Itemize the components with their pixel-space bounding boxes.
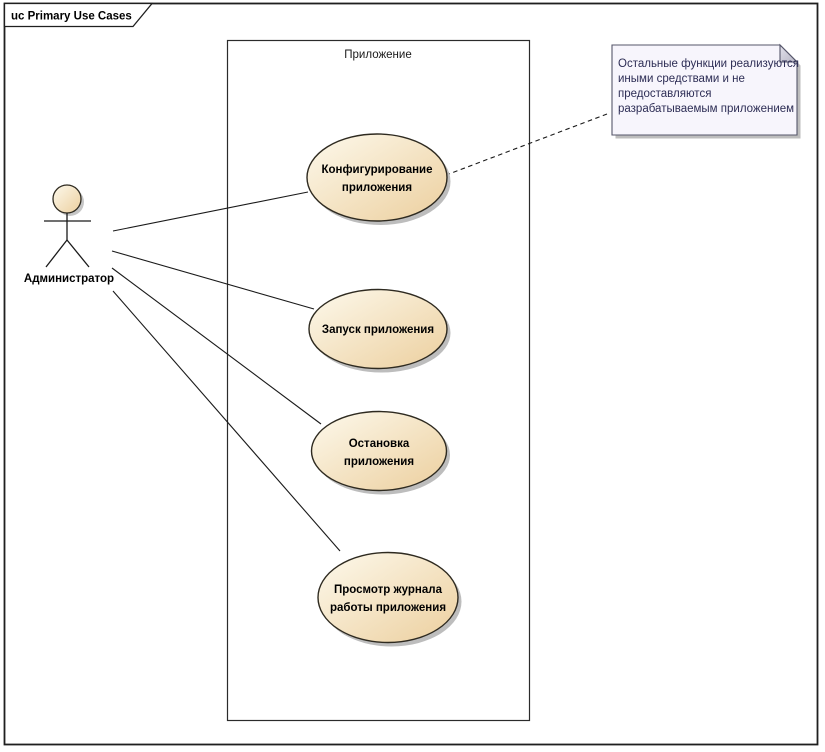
use-case-ellipse	[308, 288, 448, 370]
use-case-label: Запуск приложения	[322, 324, 434, 336]
use-case-label: приложения	[342, 182, 412, 194]
actor-left-leg	[45, 239, 68, 268]
use-case-label: приложения	[344, 456, 414, 468]
use-case-label: Конфигурирование	[321, 164, 432, 176]
note-text-line: Остальные функции реализуются	[618, 58, 799, 70]
note-text-line: иными средствами и не	[618, 73, 745, 85]
actor-head	[52, 184, 82, 214]
use-case-launch-application[interactable]: Запуск приложения	[308, 288, 451, 373]
diagram-frame-title: uc Primary Use Cases	[11, 11, 132, 23]
use-case-stop-application[interactable]: Остановка приложения	[310, 410, 451, 495]
association-view-log[interactable]	[112, 290, 341, 552]
note-anchor-connector[interactable]	[440, 113, 608, 178]
association-launch[interactable]	[111, 250, 315, 310]
use-case-label: работы приложения	[330, 602, 446, 614]
use-case-view-application-log[interactable]: Просмотр журнала работы приложения	[317, 551, 462, 647]
actor-administrator[interactable]: Администратор	[24, 184, 114, 285]
system-boundary-label: Приложение	[344, 49, 411, 61]
use-case-ellipse	[317, 551, 459, 644]
actor-label: Администратор	[24, 273, 114, 285]
note-fold-corner-icon	[779, 43, 799, 63]
diagram-frame-tab	[3, 2, 154, 28]
use-case-configure-application[interactable]: Конфигурирование приложения	[306, 133, 451, 225]
use-case-label: Просмотр журнала	[334, 584, 443, 596]
use-case-label: Остановка	[349, 438, 410, 450]
note[interactable]	[611, 44, 798, 136]
association-configure[interactable]	[112, 191, 309, 232]
note-text-line: разрабатываемым приложением	[618, 103, 794, 115]
actor-right-leg	[66, 239, 90, 268]
use-case-ellipse	[306, 133, 448, 222]
use-case-ellipse	[310, 410, 448, 492]
note-text-line: предоставляются	[618, 88, 711, 100]
association-stop[interactable]	[111, 267, 322, 425]
